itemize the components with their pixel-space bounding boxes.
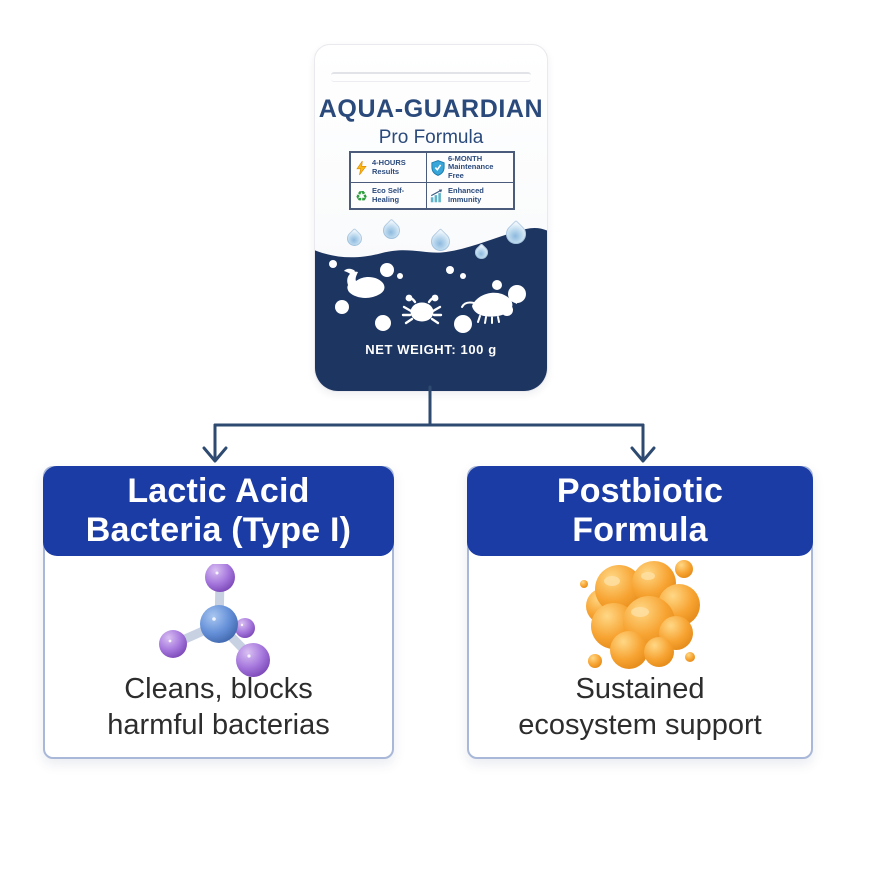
- feature-label: Maintenance: [448, 162, 494, 172]
- card-caption-line1: Cleans, blocks: [124, 673, 313, 706]
- feature-label: Immunity: [448, 194, 482, 204]
- arrowhead-right-icon: [630, 446, 656, 463]
- card-title-line1: Postbiotic: [556, 471, 724, 510]
- pouch-feature-grid: 4-HOURS Results 6-MONTH Maintenance Free…: [349, 151, 515, 211]
- card-lactic-acid: Lactic Acid Bacteria (Type I): [43, 466, 394, 759]
- growth-chart-icon: [430, 187, 445, 204]
- card-postbiotic: Postbiotic Formula Sustained eco: [467, 466, 813, 759]
- net-weight-label: NET WEIGHT: 100 g: [365, 342, 497, 357]
- product-pouch: AQUA-GUARDIAN Pro Formula 4-HOURS Result…: [314, 44, 548, 392]
- feature-cell-eco: ♻ Eco Self- Healing: [351, 183, 427, 209]
- card-title: Lactic Acid Bacteria (Type I): [43, 466, 394, 556]
- feature-cell-results: 4-HOURS Results: [351, 153, 427, 184]
- postbiotic-cluster-illustration: [580, 560, 700, 669]
- bubbles: [329, 260, 526, 333]
- pouch-ocean-graphic: [315, 227, 547, 391]
- card-caption: Cleans, blocks harmful bacterias: [45, 672, 392, 743]
- pouch-zip-seal: [331, 72, 531, 82]
- molecule-atom-bottom-right: [235, 643, 270, 677]
- card-title: Postbiotic Formula: [467, 466, 813, 556]
- card-title-line2: Bacteria (Type I): [85, 511, 352, 549]
- card-title-line2: Formula: [572, 511, 708, 549]
- card-caption-line2: harmful bacterias: [107, 708, 330, 741]
- feature-label: 6-MONTH: [448, 154, 483, 163]
- connector-arrows: [202, 385, 656, 463]
- feature-label: Results: [372, 166, 400, 176]
- card-caption: Sustained ecosystem support: [469, 672, 811, 743]
- feature-label: Enhanced: [448, 186, 484, 196]
- cluster-spheres: [586, 561, 700, 669]
- feature-label: 4-HOURS: [372, 158, 406, 168]
- lightning-icon: [354, 159, 369, 176]
- cluster-satellites: [580, 560, 695, 668]
- shrimp-icon: [461, 292, 519, 324]
- feature-label: Free: [448, 170, 464, 180]
- molecule-atom-left: [158, 630, 187, 658]
- fish-icon: [344, 268, 385, 298]
- molecule-atom-center: [199, 605, 238, 643]
- card-title-line1: Lactic Acid: [127, 471, 310, 510]
- cluster-highlights: [604, 572, 655, 617]
- feature-label: Eco Self-: [372, 186, 405, 196]
- feature-cell-immunity: Enhanced Immunity: [427, 183, 513, 208]
- crab-icon: [401, 294, 443, 325]
- arrowhead-left-icon: [202, 446, 228, 463]
- pouch-brand-title: AQUA-GUARDIAN: [318, 95, 544, 123]
- feature-cell-maintenance: 6-MONTH Maintenance Free: [427, 153, 513, 184]
- molecule-atom-top: [204, 564, 235, 592]
- molecule-atom-small: [234, 618, 255, 638]
- specular-highlights: [168, 571, 251, 658]
- card-caption-line1: Sustained: [575, 673, 705, 706]
- molecule-3d-illustration: [158, 564, 270, 677]
- recycle-icon: ♻: [355, 187, 368, 204]
- card-caption-line2: ecosystem support: [518, 708, 762, 741]
- feature-label: Healing: [372, 194, 400, 204]
- pouch-brand-subtitle: Pro Formula: [378, 127, 484, 148]
- shield-check-icon: [430, 159, 445, 176]
